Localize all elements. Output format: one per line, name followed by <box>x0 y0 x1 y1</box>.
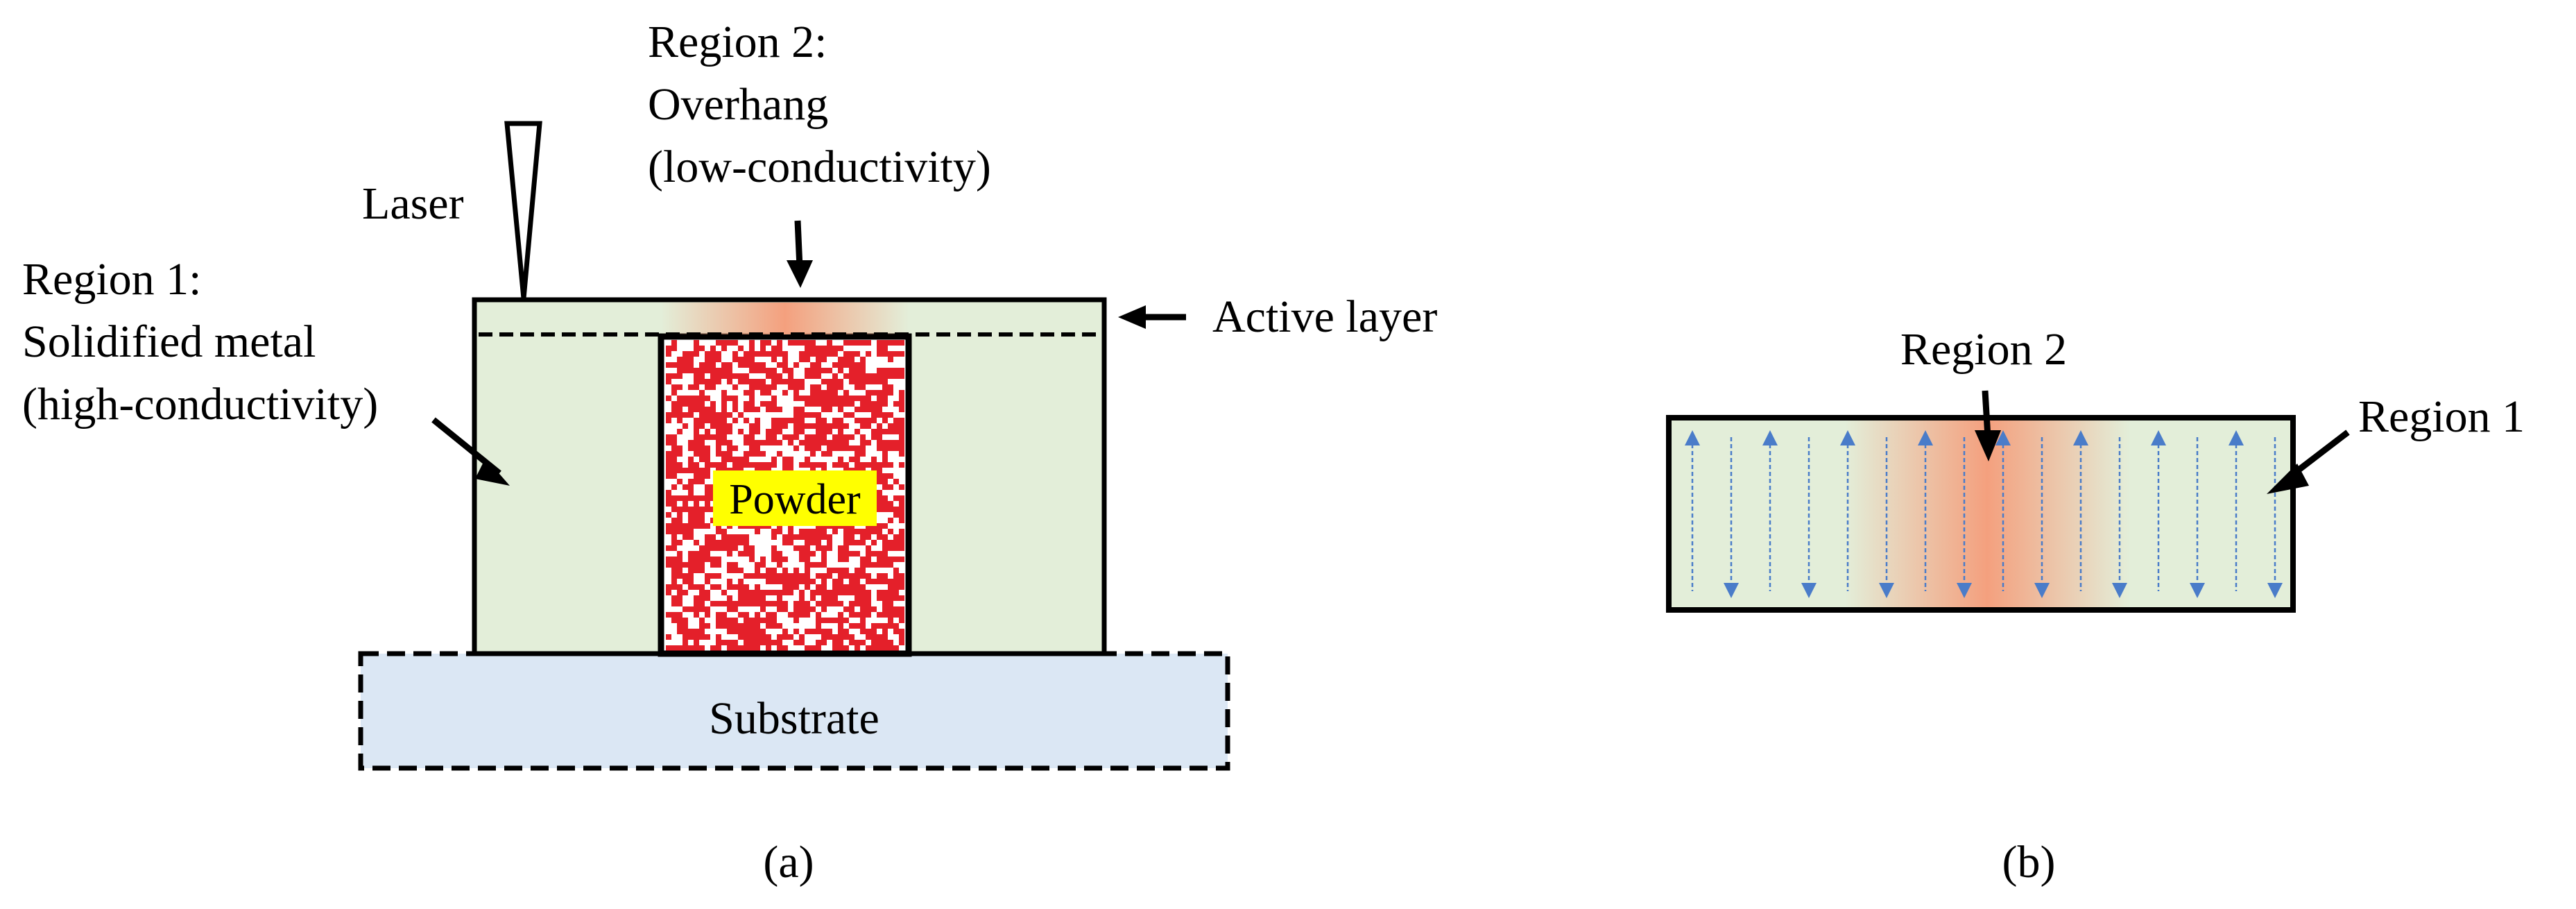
overhang-heat-zone <box>661 303 909 334</box>
scan-track <box>1801 437 1817 598</box>
region2-arrow <box>787 220 813 288</box>
scan-track <box>1762 430 1778 591</box>
scan-arrow-down <box>2267 583 2283 598</box>
scan-track <box>1724 437 1739 598</box>
scan-arrow-up <box>1685 430 1700 445</box>
laser-beam-icon <box>504 121 542 299</box>
region1-solidified: Solidified metal <box>22 316 316 367</box>
scan-arrow-up <box>1995 430 2011 445</box>
scan-track <box>2229 430 2244 591</box>
powder-label-box: Powder <box>713 470 877 526</box>
scan-track <box>1957 437 1972 598</box>
scan-arrow-up <box>2151 430 2166 445</box>
region2-arrow-b <box>1975 390 2001 461</box>
scan-track <box>1879 437 1894 598</box>
scan-track <box>2112 437 2127 598</box>
scan-track <box>2073 430 2088 591</box>
region2-conductivity: (low-conductivity) <box>648 142 991 192</box>
scan-arrow-down <box>2034 583 2050 598</box>
laser-label: Laser <box>362 178 464 229</box>
scan-track <box>1918 430 1933 591</box>
scan-arrow-down <box>2112 583 2127 598</box>
panel-a: Substrate Powder Laser Region 2: Overhan… <box>22 17 1437 887</box>
scan-arrow-up <box>1840 430 1855 445</box>
scan-track <box>1995 430 2011 591</box>
region1-label-b: Region 1 <box>2358 391 2525 442</box>
scan-arrow-down <box>1957 583 1972 598</box>
region2-title: Region 2: <box>648 17 827 67</box>
region1-arrow <box>431 417 510 486</box>
region2-label-b: Region 2 <box>1900 324 2067 375</box>
caption-b: (b) <box>2002 837 2056 887</box>
substrate: Substrate <box>358 651 1230 771</box>
region1-title: Region 1: <box>22 254 202 305</box>
scan-arrow-up <box>1918 430 1933 445</box>
scan-track <box>2151 430 2166 591</box>
scan-track <box>1840 430 1855 591</box>
active-layer-arrow <box>1118 305 1186 329</box>
scan-tracks <box>1685 430 2283 598</box>
caption-a: (a) <box>763 837 814 887</box>
powder-label: Powder <box>729 476 861 523</box>
scan-arrow-up <box>2229 430 2244 445</box>
scan-arrow-up <box>1762 430 1778 445</box>
scan-arrow-down <box>1724 583 1739 598</box>
substrate-label: Substrate <box>709 693 879 744</box>
scan-track <box>2034 437 2050 598</box>
scan-arrow-down <box>2190 583 2205 598</box>
region1-arrow-b <box>2267 430 2350 494</box>
scan-track <box>2267 437 2283 598</box>
scan-track <box>1685 430 1700 591</box>
scan-arrow-down <box>1879 583 1894 598</box>
scan-arrow-up <box>2073 430 2088 445</box>
region1-conductivity: (high-conductivity) <box>22 379 378 430</box>
region2-overhang: Overhang <box>648 79 828 130</box>
active-layer-label: Active layer <box>1212 291 1437 342</box>
scan-arrow-down <box>1801 583 1817 598</box>
panel-b: Region 2 Region 1 (b) <box>1666 324 2525 887</box>
scan-track <box>2190 437 2205 598</box>
